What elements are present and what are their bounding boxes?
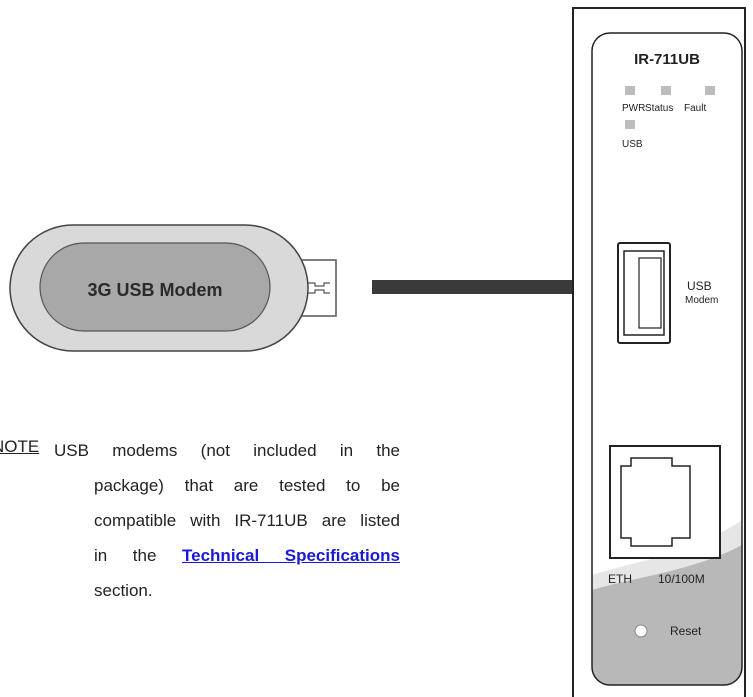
note-line-4: in the Technical Specifications: [94, 542, 400, 577]
led-fault-label: Fault: [684, 103, 706, 114]
note-label-text: NOTE: [0, 437, 40, 456]
modem-label: 3G USB Modem: [87, 280, 222, 300]
note-body-continued: package) that are tested to be compatibl…: [94, 472, 400, 612]
eth-port: [609, 445, 721, 559]
led-status: [661, 86, 671, 95]
usb-port-label: USB: [687, 279, 712, 293]
note-line-1: USB modems (not included in the: [54, 441, 400, 460]
usb-port: [617, 242, 671, 344]
note-label-suffix: :: [39, 437, 40, 456]
eth-speed-label: 10/100M: [658, 572, 705, 586]
led-usb: [625, 120, 635, 129]
device-panel: IR-711UB PWR Status Fault USB USB Modem …: [572, 7, 746, 697]
eth-label: ETH: [608, 572, 632, 586]
technical-specifications-link[interactable]: Technical Specifications: [182, 546, 400, 565]
note-line-2: package) that are tested to be: [94, 476, 400, 495]
panel-bottom: [592, 545, 742, 685]
led-pwr-label: PWR: [622, 103, 645, 114]
usb-port-sublabel: Modem: [685, 295, 718, 306]
reset-label: Reset: [670, 624, 702, 638]
note-line-3: compatible with IR-711UB are listed: [94, 511, 400, 530]
led-status-label: Status: [645, 103, 673, 114]
note-label: NOTE:: [0, 437, 40, 457]
led-pwr: [625, 86, 635, 95]
led-usb-label: USB: [622, 139, 643, 150]
note-body: USB modems (not included in the: [54, 437, 400, 472]
led-fault: [705, 86, 715, 95]
note-line-5: section.: [94, 581, 153, 600]
note-line-4-prefix: in the: [94, 546, 157, 565]
device-model: IR-711UB: [634, 51, 700, 68]
modem-label-area: [39, 242, 271, 332]
usb-modem: 3G USB Modem: [9, 224, 337, 352]
reset-button[interactable]: [634, 624, 648, 638]
